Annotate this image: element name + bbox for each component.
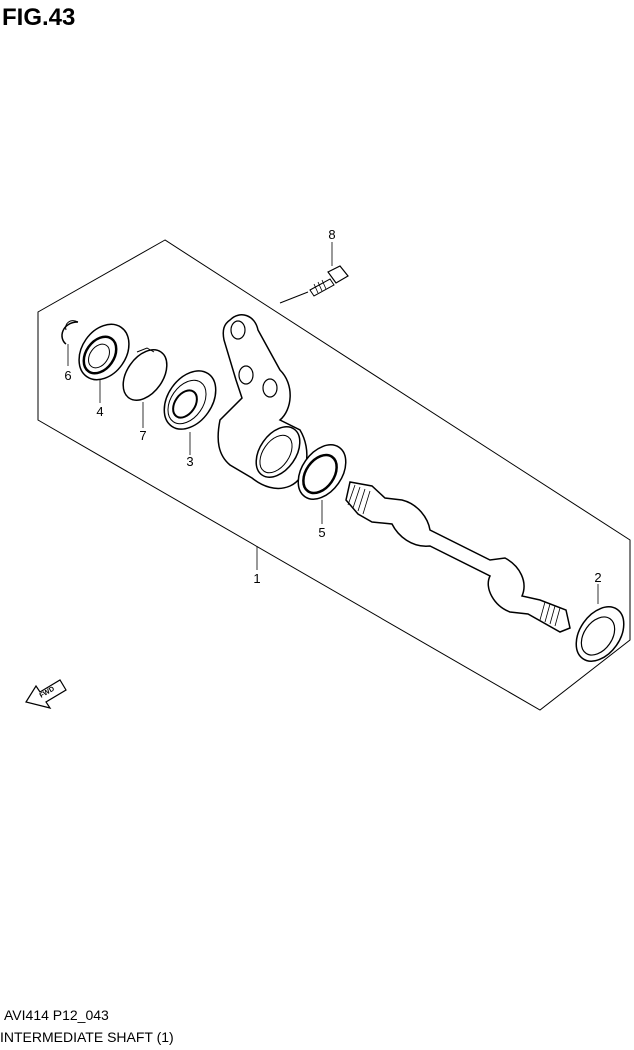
callout-6: 6 [64,368,71,383]
assembly-outline [37,239,631,711]
part-8-bolt [279,265,349,304]
part-2-seal [575,606,625,662]
part-4-oil-seal [78,323,130,381]
callout-4: 4 [96,404,103,419]
leader-lines [67,242,599,604]
figure-title: FIG.43 [2,4,76,31]
callout-2: 2 [594,570,601,585]
callout-8: 8 [328,227,335,242]
assembly-name: INTERMEDIATE SHAFT (1) [0,1029,174,1045]
fwd-arrow-icon: FWD [25,679,67,709]
part-3-bearing [163,370,217,430]
intermediate-shaft [345,481,571,633]
part-6-snap-ring [61,320,79,345]
housing-bracket [217,314,308,490]
callout-1: 1 [253,571,260,586]
callout-7: 7 [139,428,146,443]
drawing-code: AVI414 P12_043 [4,1007,109,1023]
callout-3: 3 [186,454,193,469]
callout-5: 5 [318,525,325,540]
part-5-seal [297,444,347,500]
part-7-circlip [122,347,168,401]
